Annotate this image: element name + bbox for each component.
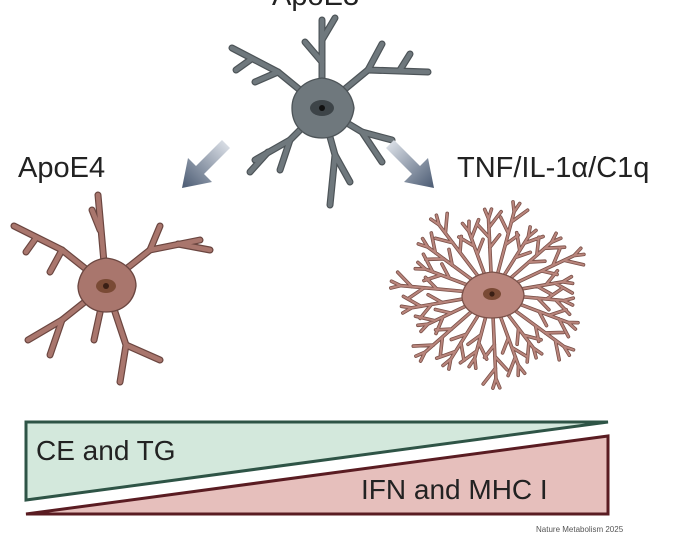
apoe3-label: ApoE3	[272, 0, 359, 13]
wedge-top	[24, 420, 609, 502]
ifn-mhc-label: IFN and MHC I	[361, 474, 548, 505]
arrow-to-reactive	[386, 140, 434, 188]
arrow-to-apoe4	[182, 140, 230, 188]
top-astrocyte	[228, 14, 432, 209]
gradient-wedges	[24, 420, 610, 516]
apoe4-label: ApoE4	[18, 152, 106, 184]
left-astrocyte	[10, 191, 214, 386]
right-astrocyte	[389, 200, 586, 390]
ce-tg-label: CE and TG	[36, 435, 176, 466]
reactive-astrocyte-processes	[389, 200, 585, 390]
wedge-bottom	[25, 434, 610, 516]
source-credit: Nature Metabolism 2025	[536, 525, 624, 534]
reactive-stimulus-label: TNF/IL-1α/C1q	[457, 152, 650, 184]
